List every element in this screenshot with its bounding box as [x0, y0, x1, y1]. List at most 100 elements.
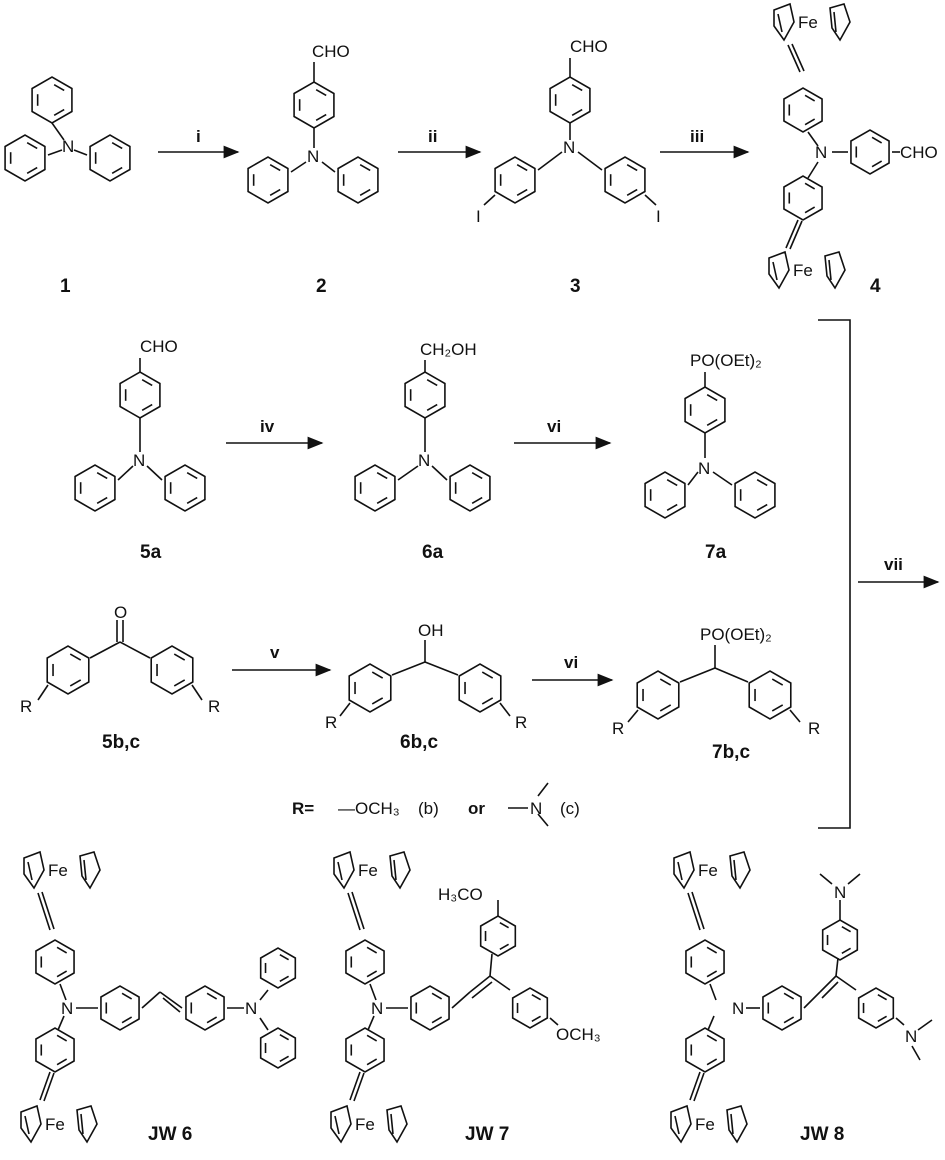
- atom-fe: Fe: [45, 1115, 65, 1134]
- reagent-v: v: [270, 643, 280, 662]
- benzene-ring: [345, 939, 385, 985]
- benzene-ring: [74, 464, 116, 512]
- benzene-ring: [783, 175, 823, 221]
- ferrocenyl-group: Fe: [673, 850, 751, 890]
- atom-r: R: [808, 719, 820, 738]
- benzene-ring: [89, 134, 131, 182]
- atom-h3co: H₃CO: [438, 885, 483, 904]
- benzene-ring: [821, 919, 859, 961]
- benzene-ring: [247, 156, 289, 204]
- benzene-ring: [734, 471, 776, 519]
- ferrocenyl-group: Fe: [23, 850, 101, 890]
- benzene-ring: [100, 985, 140, 1031]
- benzene-ring: [549, 76, 591, 124]
- atom-n: N: [834, 883, 846, 902]
- benzene-ring: [449, 464, 491, 512]
- atom-po-oet2: PO(OEt)₂: [690, 351, 762, 370]
- ferrocenyl-group: Fe: [20, 1104, 98, 1144]
- atom-n: N: [62, 137, 74, 156]
- legend-c: (c): [560, 799, 580, 818]
- structure-2: N CHO: [247, 42, 379, 204]
- benzene-ring: [458, 663, 502, 713]
- atom-n: N: [563, 138, 575, 157]
- benzene-ring: [494, 156, 536, 204]
- reagent-iii: iii: [690, 127, 704, 146]
- label-compound-5bc: 5b,c: [102, 732, 140, 753]
- atom-n: N: [418, 451, 430, 470]
- ferrocenyl-group: Fe: [670, 1104, 748, 1144]
- benzene-ring: [354, 464, 396, 512]
- atom-n: N: [732, 999, 744, 1018]
- atom-fe: Fe: [48, 861, 68, 880]
- atom-r: R: [612, 719, 624, 738]
- label-jw6: JW 6: [148, 1124, 192, 1145]
- atom-cho: CHO: [312, 42, 350, 61]
- benzene-ring: [511, 987, 549, 1029]
- atom-r: R: [325, 713, 337, 732]
- benzene-ring: [636, 670, 680, 720]
- label-compound-7a: 7a: [705, 542, 727, 563]
- ferrocenyl-group: Fe: [773, 2, 851, 42]
- benzene-ring: [4, 134, 46, 182]
- ferrocenyl-group: Fe: [768, 250, 846, 290]
- reaction-bracket: [818, 319, 851, 829]
- benzene-ring: [337, 156, 379, 204]
- atom-n: N: [371, 999, 383, 1018]
- benzene-ring: [857, 987, 895, 1029]
- benzene-ring: [685, 939, 725, 985]
- benzene-ring: [46, 645, 90, 695]
- label-compound-7bc: 7b,c: [712, 742, 750, 763]
- legend-b: (b): [418, 799, 439, 818]
- label-jw8: JW 8: [800, 1124, 844, 1145]
- benzene-ring: [479, 915, 517, 957]
- atom-r: R: [515, 713, 527, 732]
- atom-och3: OCH₃: [556, 1025, 601, 1044]
- atom-oh: OH: [418, 621, 444, 640]
- structure-6a: N CH₂OH: [354, 340, 491, 512]
- atom-n: N: [61, 999, 73, 1018]
- label-jw7: JW 7: [465, 1124, 509, 1145]
- structure-7bc: PO(OEt)₂ R R: [612, 625, 820, 738]
- benzene-ring: [345, 1027, 385, 1073]
- structure-4: Fe N CHO Fe: [768, 2, 938, 290]
- structure-6bc: OH R R: [325, 621, 527, 732]
- structure-5a: N CHO: [74, 337, 206, 512]
- reagent-i: i: [196, 127, 201, 146]
- benzene-ring: [150, 645, 194, 695]
- structure-jw8: Fe N Fe N N: [670, 850, 933, 1144]
- benzene-ring: [748, 670, 792, 720]
- benzene-ring: [644, 471, 686, 519]
- atom-ch2oh: CH₂OH: [420, 340, 477, 359]
- label-compound-4: 4: [870, 276, 881, 297]
- structure-1: N: [4, 76, 131, 182]
- atom-fe: Fe: [798, 13, 818, 32]
- benzene-ring: [119, 371, 161, 419]
- atom-n: N: [133, 451, 145, 470]
- atom-r: R: [208, 697, 220, 716]
- benzene-ring: [31, 76, 73, 124]
- reagent-vi-bottom: vi: [564, 653, 578, 672]
- benzene-ring: [404, 371, 446, 419]
- label-compound-6bc: 6b,c: [400, 732, 438, 753]
- atom-n: N: [245, 999, 257, 1018]
- benzene-ring: [293, 81, 335, 129]
- atom-fe: Fe: [698, 861, 718, 880]
- label-compound-5a: 5a: [140, 542, 162, 563]
- benzene-ring: [604, 156, 646, 204]
- atom-fe: Fe: [793, 261, 813, 280]
- structure-7a: N PO(OEt)₂: [644, 351, 776, 519]
- label-compound-6a: 6a: [422, 542, 444, 563]
- benzene-ring: [410, 985, 450, 1031]
- atom-fe: Fe: [355, 1115, 375, 1134]
- atom-r: R: [20, 697, 32, 716]
- benzene-ring: [684, 386, 726, 434]
- atom-cho: CHO: [140, 337, 178, 356]
- atom-fe: Fe: [358, 861, 378, 880]
- ferrocenyl-group: Fe: [330, 1104, 408, 1144]
- atom-n: N: [905, 1027, 917, 1046]
- label-compound-2: 2: [316, 276, 327, 297]
- atom-o: O: [114, 603, 127, 622]
- legend-methoxy: —OCH₃: [338, 799, 400, 818]
- structure-3: N CHO I I: [476, 37, 661, 226]
